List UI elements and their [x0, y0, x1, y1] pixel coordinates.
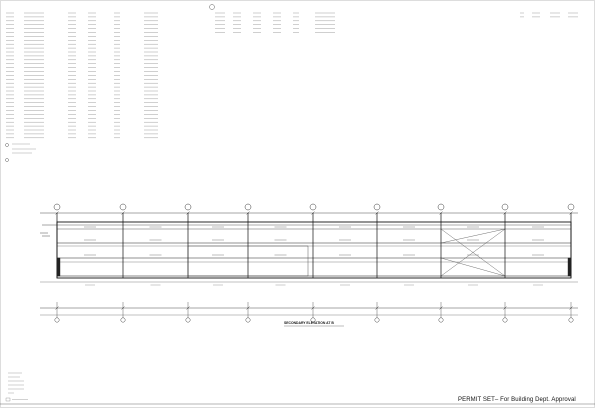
dim-tick — [246, 211, 250, 215]
dim-tick — [439, 306, 443, 310]
opening — [187, 245, 309, 277]
grid-bubble — [120, 317, 126, 323]
bottom-grid-bubbles — [54, 284, 574, 323]
dim-tick — [311, 306, 315, 310]
dim-tick — [375, 306, 379, 310]
key-marker — [5, 158, 9, 162]
grid-bubble — [373, 203, 381, 211]
dim-tick — [246, 306, 250, 310]
elevation-title: SECONDARY ELEVATION AT B — [284, 321, 334, 325]
beam-labels — [84, 226, 544, 256]
grid-bubble — [310, 317, 316, 323]
grid-bubble — [185, 317, 191, 323]
schedule-rows — [520, 12, 578, 18]
grid-bubble — [437, 203, 445, 211]
grid-bubble — [54, 317, 60, 323]
dim-tick — [121, 211, 125, 215]
grid-bubble — [438, 317, 444, 323]
dim-tick — [569, 211, 573, 215]
frame-member-schedule — [209, 4, 335, 33]
grid-bubble — [567, 203, 575, 211]
dim-tick — [311, 211, 315, 215]
grid-bubble — [309, 203, 317, 211]
grid-bubble — [502, 317, 508, 323]
schedule-marker — [209, 4, 215, 10]
grid-bubble — [568, 317, 574, 323]
grid-bubble — [374, 317, 380, 323]
grid-bubble — [184, 203, 192, 211]
schedule-rows — [6, 12, 158, 138]
key-notes — [5, 143, 36, 162]
dim-tick — [186, 306, 190, 310]
grid-bubble — [244, 203, 252, 211]
dim-tick — [186, 211, 190, 215]
left-end-detail — [40, 224, 572, 277]
schedule-rows — [215, 12, 335, 33]
grid-bubble — [501, 203, 509, 211]
key-marker — [5, 143, 9, 147]
grid-bubble — [245, 317, 251, 323]
secondary-framing-schedule — [6, 12, 158, 138]
dim-tick — [503, 306, 507, 310]
permit-title: PERMIT SET– For Building Dept. Approval — [458, 397, 576, 403]
dim-tick — [55, 211, 59, 215]
elevation-drawing — [40, 203, 578, 323]
dim-tick — [375, 211, 379, 215]
cross-bracing — [440, 228, 506, 277]
dim-tick — [121, 306, 125, 310]
grid-bubble — [53, 203, 61, 211]
grid-bubble — [119, 203, 127, 211]
dim-tick — [55, 306, 59, 310]
dim-tick — [503, 211, 507, 215]
right-schedule — [520, 12, 578, 18]
dim-tick — [569, 306, 573, 310]
dim-tick — [439, 211, 443, 215]
legend — [5, 372, 28, 402]
legend-box — [5, 397, 11, 402]
